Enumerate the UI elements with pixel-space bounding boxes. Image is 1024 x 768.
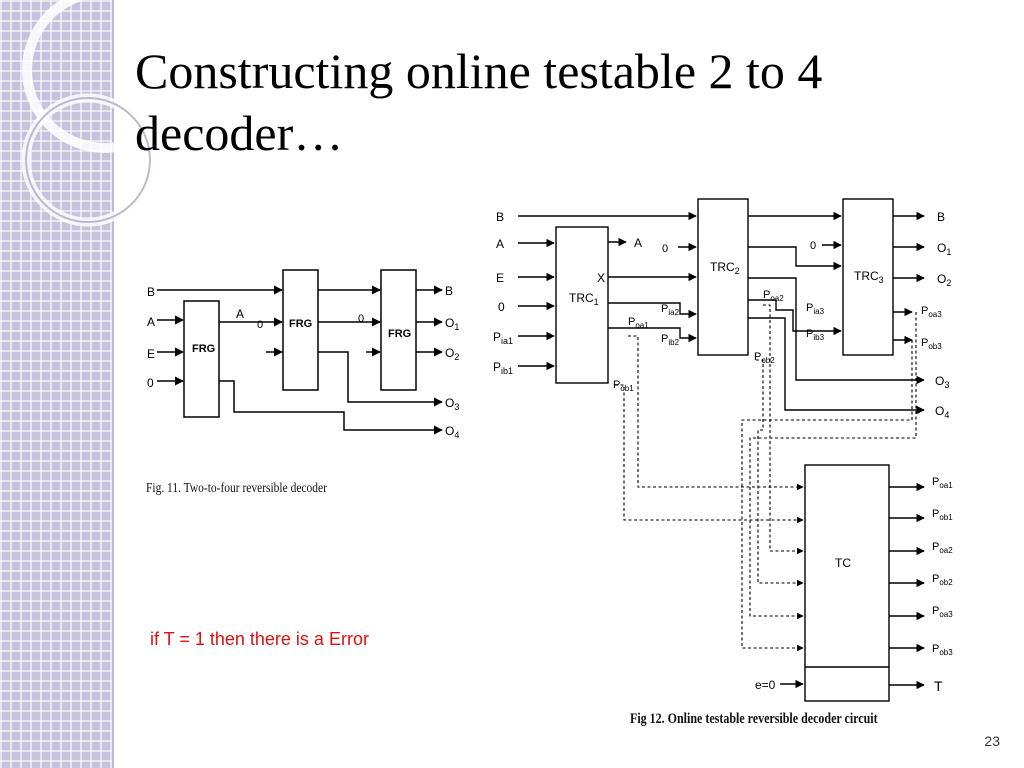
fig11-input-b: B	[147, 285, 155, 299]
fig11-label-zero-g3: 0	[358, 313, 364, 325]
fig12-label-pib3: Pib3	[806, 328, 825, 342]
page-number: 23	[984, 733, 1000, 749]
fig12-caption: Fig 12. Online testable reversible decod…	[630, 711, 878, 727]
fig12-input-zero: 0	[498, 300, 505, 314]
fig11-output-o4: O4	[445, 424, 459, 440]
fig12-tc-block	[804, 464, 890, 702]
fig12-output-b: B	[937, 210, 945, 224]
fig12-output-pob3: Pob3	[921, 337, 942, 351]
fig11-input-e: E	[147, 347, 155, 361]
slide-title: Constructing online testable 2 to 4 deco…	[135, 43, 823, 161]
fig11-input-a: A	[147, 315, 155, 329]
fig12-trc3-label: TRC3	[854, 269, 884, 285]
fig12-label-x-out: X	[597, 271, 605, 285]
fig11-output-o1: O1	[445, 316, 459, 332]
fig12-label-pob1: Pob1	[613, 379, 634, 393]
fig11-input-zero: 0	[147, 376, 154, 390]
fig12-label-pib2: Pib2	[661, 333, 680, 347]
fig12-output-poa3: Poa3	[921, 305, 942, 319]
fig12-input-pib1: Pib1	[493, 360, 513, 376]
fig12-input-e: E	[496, 271, 504, 285]
fig11-caption: Fig. 11. Two-to-four reversible decoder	[146, 481, 327, 496]
fig12-tc-t-output: T	[934, 678, 943, 694]
fig12-output-o3: O3	[935, 374, 949, 390]
fig12-tc-output-pob1: Pob1	[932, 508, 953, 522]
fig11-output-o3: O3	[445, 396, 459, 412]
fig12-label-zero-trc2: 0	[662, 243, 668, 255]
fig12-trc2-block	[697, 198, 749, 356]
fig12-input-b: B	[496, 210, 504, 224]
fig12-trc1-label: TRC1	[569, 291, 599, 307]
fig11-gate-2-label: FRG	[289, 318, 312, 330]
fig12-trc1-block	[555, 226, 609, 384]
fig12-tc-output-poa1: Poa1	[932, 476, 953, 490]
fig12-tc-output-poa2: Poa2	[932, 541, 953, 555]
fig12-output-o1: O1	[937, 241, 951, 257]
fig11-gate-3	[380, 269, 417, 391]
fig12-label-pia2: Pia2	[661, 303, 680, 317]
fig11-output-o2: O2	[445, 346, 459, 362]
fig12-tc-output-pob2: Pob2	[932, 573, 953, 587]
fig12-trc2-label: TRC2	[710, 260, 740, 276]
fig11-gate-2	[282, 269, 319, 391]
fig11-output-b: B	[445, 284, 453, 298]
fig11-label-zero-g2: 0	[257, 319, 263, 331]
fig12-output-o2: O2	[937, 272, 951, 288]
fig11-gate-3-label: FRG	[388, 328, 411, 340]
fig12-output-o4: O4	[935, 404, 949, 420]
fig11-gate-1-label: FRG	[192, 343, 215, 355]
fig11-gate-1	[183, 300, 220, 418]
side-band-divider	[112, 0, 114, 768]
fig12-label-pob2: Pob2	[754, 351, 775, 365]
fig12-trc3-block	[842, 198, 894, 356]
fig12-label-poa1: Poa1	[628, 316, 649, 330]
fig12-tc-output-poa3: Poa3	[932, 605, 953, 619]
fig12-tc-label: TC	[835, 556, 851, 570]
fig12-label-zero-trc3: 0	[810, 240, 816, 252]
fig12-label-pia3: Pia3	[806, 302, 825, 316]
fig12-tc-output-pob3: Pob3	[932, 643, 953, 657]
fig12-label-a-out: A	[634, 236, 642, 250]
fig12-label-poa2: Poa2	[763, 289, 784, 303]
fig12-tc-e-input: e=0	[755, 678, 776, 692]
fig12-input-pia1: Pia1	[493, 330, 513, 346]
fig11-label-a-out: A	[236, 307, 244, 321]
fig12-input-a: A	[496, 237, 504, 251]
error-note: if T = 1 then there is a Error	[150, 629, 369, 649]
